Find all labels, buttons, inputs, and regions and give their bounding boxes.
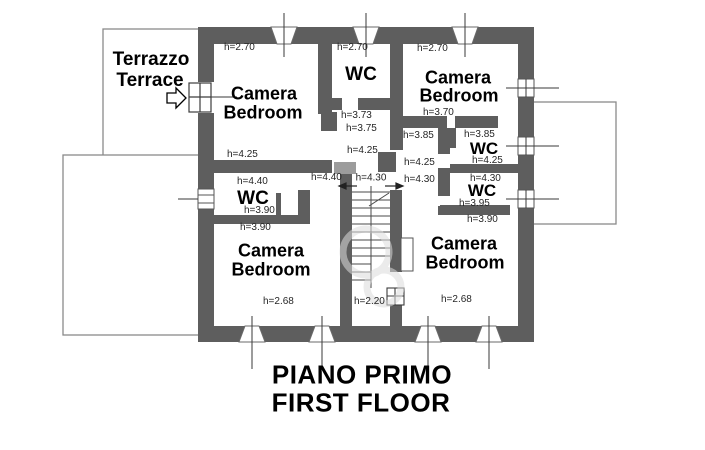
wall-ne-bottom-right xyxy=(455,116,498,128)
plan-title-line1: PIANO PRIMO xyxy=(271,359,453,390)
room-label-wc-west: WC xyxy=(237,188,269,209)
window-top-1 xyxy=(270,13,298,57)
height-wc-east-lower-above: h=4.30 xyxy=(470,173,501,184)
height-wc-north-ceiling: h=2.70 xyxy=(337,42,368,53)
height-hall-440-center: h=4.40 xyxy=(311,172,342,183)
wall-outer-left xyxy=(198,27,214,342)
windows-top xyxy=(270,13,479,57)
height-hall-373: h=3.73 xyxy=(341,110,372,121)
wall-stair-right-upper xyxy=(390,190,402,272)
arrow-right-icon xyxy=(385,182,405,190)
terrace-east-outline xyxy=(530,101,617,225)
wall-wc-east-divider xyxy=(450,164,518,173)
stair-direction-arrows xyxy=(337,182,405,190)
room-label-bedroom-sw-it: Camera xyxy=(237,240,305,261)
windows-right xyxy=(506,78,559,209)
window-bottom-3 xyxy=(414,316,442,369)
height-bedroom-ne-ceiling: h=2.70 xyxy=(417,43,448,54)
room-label-wc-north: WC xyxy=(345,64,377,85)
watermark xyxy=(339,225,405,308)
wall-wc-west-stub xyxy=(276,193,281,215)
height-bedroom-nw-ceiling: h=2.70 xyxy=(224,42,255,53)
height-bedroom-se-floor: h=2.68 xyxy=(441,294,472,305)
terrace-door xyxy=(188,82,237,113)
wall-wc-north-bottom-left xyxy=(332,98,342,110)
height-hall-375: h=3.75 xyxy=(346,123,377,134)
door-arrow-icon xyxy=(166,86,187,110)
wall-wc-north-bottom-right xyxy=(358,98,392,110)
height-hall-425-east: h=4.25 xyxy=(404,157,435,168)
windows-bottom xyxy=(238,316,503,369)
wall-ne-door-stub xyxy=(449,128,456,148)
height-wc-east-upper-below: h=4.25 xyxy=(472,155,503,166)
wall-wc-west-bottom xyxy=(213,215,310,224)
wall-nw-wc-stub xyxy=(321,112,337,131)
window-bottom-4 xyxy=(475,316,503,369)
wall-hall-wc-east-1 xyxy=(438,128,450,154)
window-bottom-1 xyxy=(238,316,266,369)
plan-title-line2: FIRST FLOOR xyxy=(271,387,451,418)
wall-light-wedge xyxy=(334,162,356,174)
height-stairs-bottom: h=2.20 xyxy=(354,296,385,307)
wall-nw-wc xyxy=(318,44,332,114)
height-wc-east-lower-below: h=3.90 xyxy=(467,214,498,225)
height-hall-425-center: h=4.25 xyxy=(347,145,378,156)
wall-mid-left xyxy=(198,160,332,173)
wall-landing-pillar xyxy=(378,152,396,172)
wall-wc-east-lower-bottom xyxy=(440,205,510,215)
room-label-wc-east-upper: WC xyxy=(469,139,499,158)
door-leaf-bedroom-se xyxy=(400,237,414,272)
terrace-sw-outline xyxy=(62,154,201,336)
room-label-bedroom-nw-en: Bedroom xyxy=(223,102,303,123)
window-left xyxy=(178,188,215,210)
window-top-2 xyxy=(352,13,380,57)
room-label-bedroom-ne-it: Camera xyxy=(424,67,492,88)
height-bedroom-sw-floor: h=2.68 xyxy=(263,296,294,307)
wall-hall-wc-east-2 xyxy=(438,168,450,196)
terrace-label-en: Terrace xyxy=(116,70,184,91)
height-wc-east-upper-above: h=3.85 xyxy=(464,129,495,140)
room-label-bedroom-se-en: Bedroom xyxy=(425,252,505,273)
height-wc-west-below: h=3.90 xyxy=(240,222,271,233)
height-wc-west-inner: h=3.90 xyxy=(244,205,275,216)
window-right-1 xyxy=(506,78,559,98)
wall-ne-bottom-left xyxy=(403,116,447,128)
window-right-2 xyxy=(506,136,559,156)
height-hall-385-east: h=3.85 xyxy=(403,130,434,141)
room-label-bedroom-ne-en: Bedroom xyxy=(419,85,499,106)
room-label-wc-east-lower: WC xyxy=(467,181,497,200)
window-right-3 xyxy=(506,189,559,209)
arrow-left-icon xyxy=(337,182,357,190)
wall-outer-right xyxy=(518,27,534,342)
wall-wc-north-ne xyxy=(390,44,403,150)
height-bedroom-ne-floor: h=3.70 xyxy=(423,107,454,118)
room-label-bedroom-sw-en: Bedroom xyxy=(231,259,311,280)
window-top-3 xyxy=(451,13,479,57)
terrace-outlines xyxy=(62,28,617,336)
room-label-bedroom-se-it: Camera xyxy=(430,233,498,254)
height-wc-west-above: h=4.40 xyxy=(237,176,268,187)
wall-stair-right-lower xyxy=(390,304,402,326)
wall-outer-bottom xyxy=(198,326,534,342)
room-label-bedroom-nw-it: Camera xyxy=(230,83,298,104)
height-stairs-top: h=4.30 xyxy=(355,172,387,184)
height-wc-east-lower-inner: h=3.95 xyxy=(459,198,490,209)
window-bottom-2 xyxy=(308,316,336,369)
height-bedroom-nw-floor: h=4.25 xyxy=(227,149,258,160)
height-hall-430-east: h=4.30 xyxy=(404,174,435,185)
terrace-label-it: Terrazzo xyxy=(112,49,190,70)
